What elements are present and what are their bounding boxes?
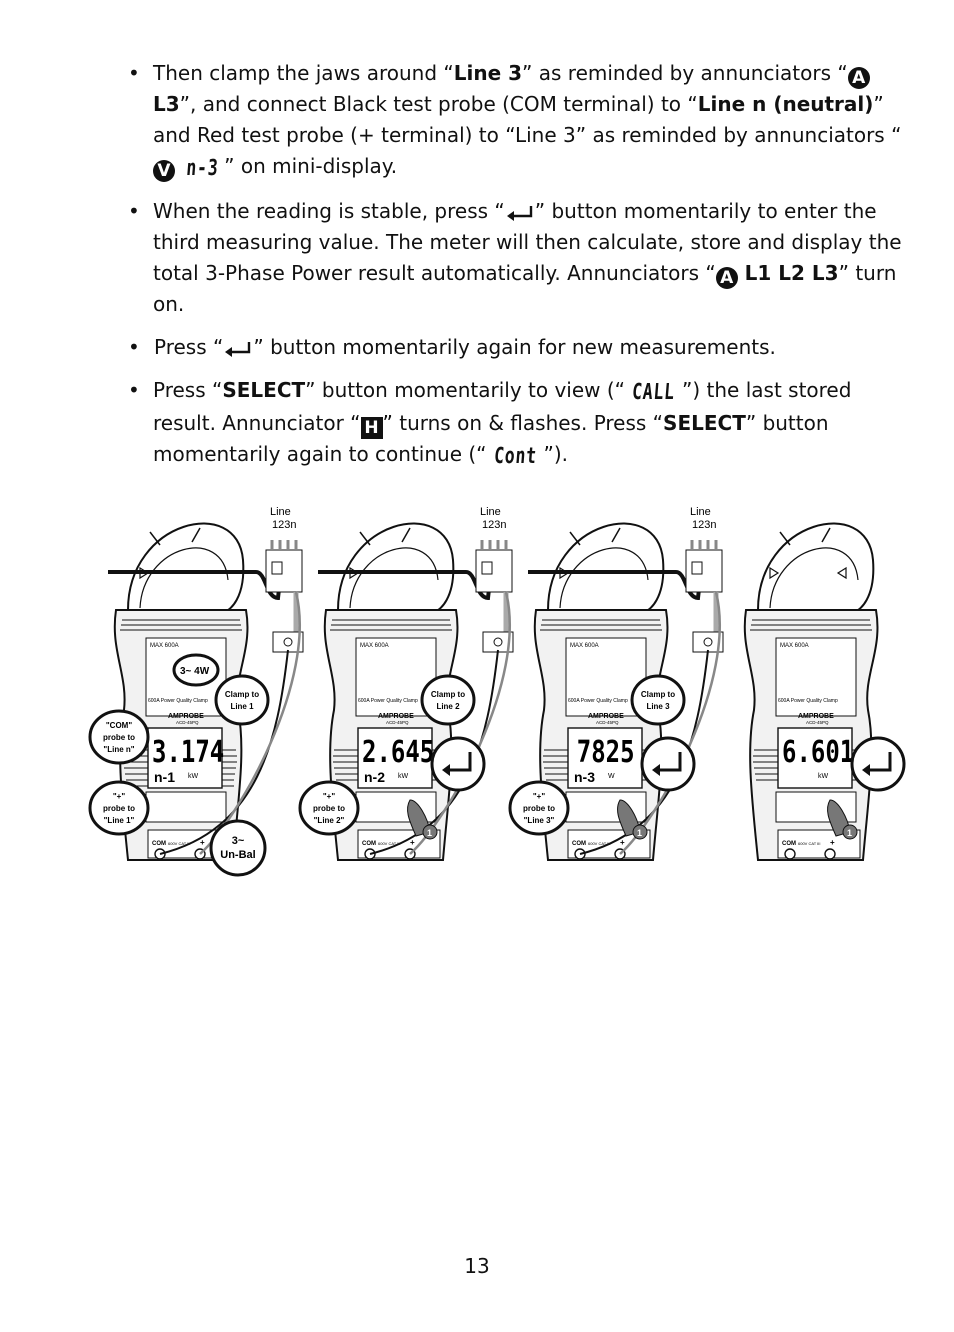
meter-4-unit: kW <box>818 773 829 780</box>
meter-1-reading: 3.174 <box>152 735 224 769</box>
brand-label: AMPROBE <box>588 713 624 720</box>
line-numbers: 123n <box>482 519 506 531</box>
page-number: 13 <box>464 1254 490 1278</box>
quality-label: 600A Power Quality Clamp <box>358 698 418 704</box>
quality-label: 600A Power Quality Clamp <box>778 698 838 704</box>
clamp-meter-1: MAX 600A 600A Power Quality Clamp AMPROB… <box>88 506 304 877</box>
bullet-select-view: • Press “SELECT” button momentarily to v… <box>128 375 918 472</box>
clamp-meter-4: MAX 600A 600A Power Quality Clamp AMPROB… <box>743 522 906 861</box>
terminal-com: COM <box>362 841 376 847</box>
brand-label: AMPROBE <box>378 713 414 720</box>
bullet-clamp-line3: • Then clamp the jaws around “Line 3” as… <box>128 58 918 184</box>
mini-display-n3: n-3 <box>185 156 220 181</box>
meter-2-mini: n-2 <box>364 769 385 785</box>
bullet-enter-third-value: • When the reading is stable, press “” b… <box>128 196 918 320</box>
model-label: ACD-45PQ <box>806 720 829 725</box>
model-label: ACD-45PQ <box>386 720 409 725</box>
annunciator-a-icon: A <box>715 267 738 289</box>
callout-plus-3: "+"probe to"Line 3" <box>523 792 555 825</box>
meter-2-reading: 2.645 <box>362 735 434 769</box>
max-label: MAX 600A <box>780 643 809 649</box>
line-numbers: 123n <box>272 519 296 531</box>
enter-icon <box>225 342 251 357</box>
callout-mode: 3~ 4W <box>180 666 210 677</box>
terminal-cat: 600V CAT III <box>168 841 191 846</box>
meter-3-unit: W <box>608 773 615 780</box>
bullet-dot: • <box>128 199 140 223</box>
line-label: Line <box>690 506 711 518</box>
display-cont: Cont <box>492 444 538 469</box>
bullet-dot: • <box>128 61 140 85</box>
callout-unbal: 3~Un-Bal <box>220 835 255 861</box>
meter-3-reading: 7825 <box>577 735 635 769</box>
line-numbers: 123n <box>692 519 716 531</box>
finger-step-2: 1 <box>427 828 432 838</box>
bullet-dot: • <box>128 378 140 402</box>
meter-4-reading: 6.601 <box>782 735 854 769</box>
max-label: MAX 600A <box>360 643 389 649</box>
quality-label: 600A Power Quality Clamp <box>148 698 208 704</box>
terminal-cat: 600V CAT III <box>378 841 401 846</box>
terminal-com: COM <box>152 841 166 847</box>
model-label: ACD-45PQ <box>596 720 619 725</box>
finger-step-4: 1 <box>847 828 852 838</box>
terminal-plus: + <box>830 838 835 847</box>
terminal-com: COM <box>782 841 796 847</box>
terminal-cat: 600V CAT III <box>798 841 821 846</box>
bullet-new-measurement: • Press “” button momentarily again for … <box>128 332 918 363</box>
model-label: ACD-45PQ <box>176 720 199 725</box>
terminal-cat: 600V CAT III <box>588 841 611 846</box>
meter-3-mini: n-3 <box>574 769 595 785</box>
annunciator-v-icon: V <box>153 160 175 182</box>
brand-label: AMPROBE <box>168 713 204 720</box>
terminal-com: COM <box>572 841 586 847</box>
callout-plus-2: "+"probe to"Line 2" <box>313 792 345 825</box>
terminal-plus: + <box>200 838 205 847</box>
meter-2-unit: kW <box>398 773 409 780</box>
annunciator-a-icon: A <box>847 67 870 89</box>
enter-icon <box>506 206 532 221</box>
finger-step-3: 1 <box>637 828 642 838</box>
callout-plus-1: "+"probe to"Line 1" <box>103 792 135 825</box>
terminal-plus: + <box>410 838 415 847</box>
brand-label: AMPROBE <box>798 713 834 720</box>
callout-com: "COM"probe to"Line n" <box>103 721 135 754</box>
max-label: MAX 600A <box>570 643 599 649</box>
quality-label: 600A Power Quality Clamp <box>568 698 628 704</box>
meter-1-unit: kW <box>188 773 199 780</box>
terminal-plus: + <box>620 838 625 847</box>
max-label: MAX 600A <box>150 643 179 649</box>
clamp-meter-3: MAX 600A 600A Power Quality Clamp AMPROB… <box>508 506 724 861</box>
annunciator-h-icon: H <box>360 417 383 439</box>
clamp-meter-2: MAX 600A 600A Power Quality Clamp AMPROB… <box>298 506 514 861</box>
clamp-meter-diagram: MAX 600A 600A Power Quality Clamp AMPROB… <box>88 506 906 877</box>
display-call: CALL <box>631 380 676 405</box>
meter-1-mini: n-1 <box>154 769 175 785</box>
bullet-dot: • <box>128 335 140 359</box>
instruction-list: • Then clamp the jaws around “Line 3” as… <box>128 58 918 484</box>
line-label: Line <box>270 506 291 518</box>
line-label: Line <box>480 506 501 518</box>
